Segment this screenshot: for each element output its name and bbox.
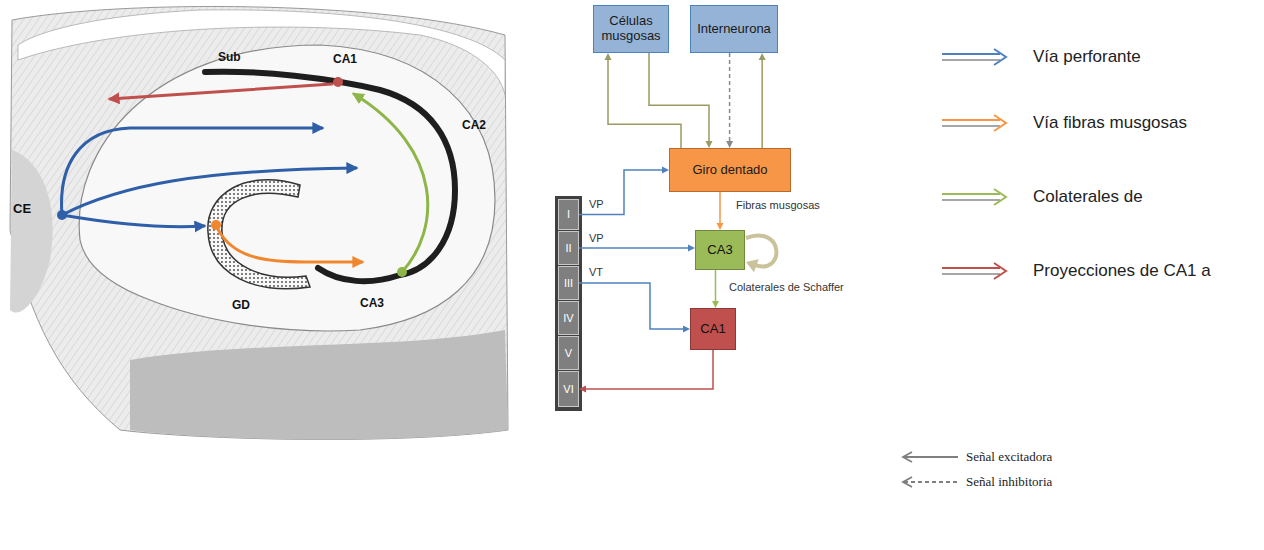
region-label: CA2	[462, 118, 486, 132]
box-text: Giro dentado	[674, 163, 786, 178]
box-text: IV	[560, 312, 577, 325]
region-label: CA1	[333, 52, 357, 66]
connector-line	[719, 192, 721, 224]
pyramidal-layer	[205, 72, 455, 281]
region-label: Sub	[218, 50, 241, 64]
connector	[649, 53, 713, 148]
arrowhead	[706, 141, 713, 148]
pathway-label: VP	[588, 198, 605, 211]
legend-sample	[942, 189, 1006, 205]
legend-sample	[942, 263, 1006, 279]
box-text: CA3	[700, 243, 740, 258]
cell-box: Interneurona	[690, 5, 778, 53]
connector	[579, 283, 690, 333]
connector-line	[729, 53, 731, 142]
region-box: Giro dentado	[669, 148, 791, 192]
cell-box: Células musgosas	[593, 5, 669, 53]
connector-line	[579, 283, 684, 329]
connector	[579, 350, 713, 393]
arrowhead	[688, 245, 695, 252]
legend-text: Señal excitadora	[966, 449, 1052, 465]
pathway-label: Colaterales de Schaffer	[728, 281, 845, 294]
arrowhead	[605, 53, 612, 60]
pathway-label: VP	[588, 232, 605, 245]
connector	[579, 167, 669, 215]
legend-text: Colaterales de	[1033, 186, 1143, 208]
arrowhead	[712, 301, 719, 308]
brain-tissue	[10, 6, 508, 439]
connector-line	[579, 170, 663, 215]
cortex-layer-box: III	[558, 266, 579, 300]
pathway-label: Fibras musgosas	[735, 199, 821, 212]
region-label: CE	[13, 202, 31, 216]
legend-sample	[903, 477, 958, 487]
region-label: CA3	[360, 296, 384, 310]
cortex-column	[555, 196, 582, 411]
connector	[712, 270, 719, 308]
cortex-layer-box: V	[558, 336, 579, 370]
arrowhead	[579, 386, 586, 393]
cortex-layer-box: VI	[558, 371, 579, 407]
region-box: CA3	[695, 230, 745, 270]
hippocampus-illustration	[0, 0, 520, 450]
connector-line	[761, 59, 763, 148]
box-text: V	[560, 347, 577, 360]
arrowhead	[759, 53, 766, 60]
region-label: GD	[232, 298, 250, 312]
cortex-layer-box: II	[558, 231, 579, 265]
legend-sample	[942, 115, 1006, 131]
connector	[579, 245, 695, 252]
arrowhead	[746, 259, 759, 272]
region-box: CA1	[690, 308, 736, 350]
box-text: III	[560, 277, 577, 290]
connector-line	[715, 270, 717, 302]
arrowhead	[717, 223, 724, 230]
cortex-layer-box: IV	[558, 301, 579, 335]
connector-line	[585, 350, 713, 389]
legend-text: Vía perforante	[1033, 46, 1141, 68]
connector	[605, 53, 682, 148]
connector-line	[579, 247, 689, 249]
legend-sample	[942, 49, 1006, 65]
box-text: II	[560, 242, 577, 255]
arrowhead	[662, 167, 669, 174]
arrowhead	[726, 141, 733, 148]
legend-text: Señal inhibitoria	[966, 474, 1052, 490]
box-text: I	[560, 208, 577, 221]
legend-sample	[903, 452, 958, 462]
dentate-gyrus	[208, 180, 310, 289]
connector	[717, 192, 724, 230]
connector	[726, 53, 733, 148]
connector	[759, 53, 766, 148]
connector-line	[608, 59, 681, 148]
connector	[746, 236, 776, 273]
box-text: CA1	[695, 322, 731, 337]
pathway-label: VT	[588, 266, 604, 279]
legend-text: Vía fibras musgosas	[1033, 112, 1187, 134]
box-text: Células musgosas	[598, 14, 664, 44]
pathway-arrows	[57, 77, 428, 277]
box-text: VI	[560, 383, 577, 396]
cortex-layer-box: I	[558, 199, 579, 230]
legend-text: Proyecciones de CA1 a	[1033, 260, 1211, 282]
connector-line	[649, 53, 709, 142]
box-text: Interneurona	[695, 22, 773, 37]
arrowhead	[683, 326, 690, 333]
